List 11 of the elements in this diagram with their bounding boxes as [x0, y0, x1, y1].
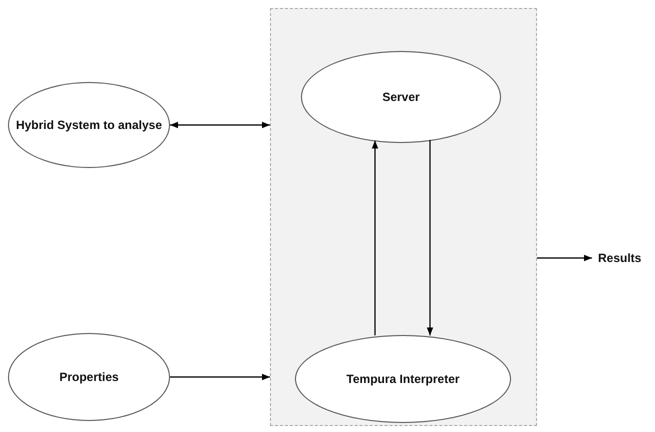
container-box [270, 8, 537, 426]
node-label: Server [382, 90, 420, 104]
node-label: Tempura Interpreter [346, 372, 460, 386]
node-label: Results [598, 251, 642, 265]
arrow [537, 254, 592, 262]
arrow [426, 140, 434, 336]
node-label: Properties [59, 370, 119, 384]
arrow [170, 122, 270, 128]
arrow [372, 140, 378, 336]
arrow [170, 374, 270, 380]
node-label: Hybrid System to analyse [16, 118, 162, 132]
